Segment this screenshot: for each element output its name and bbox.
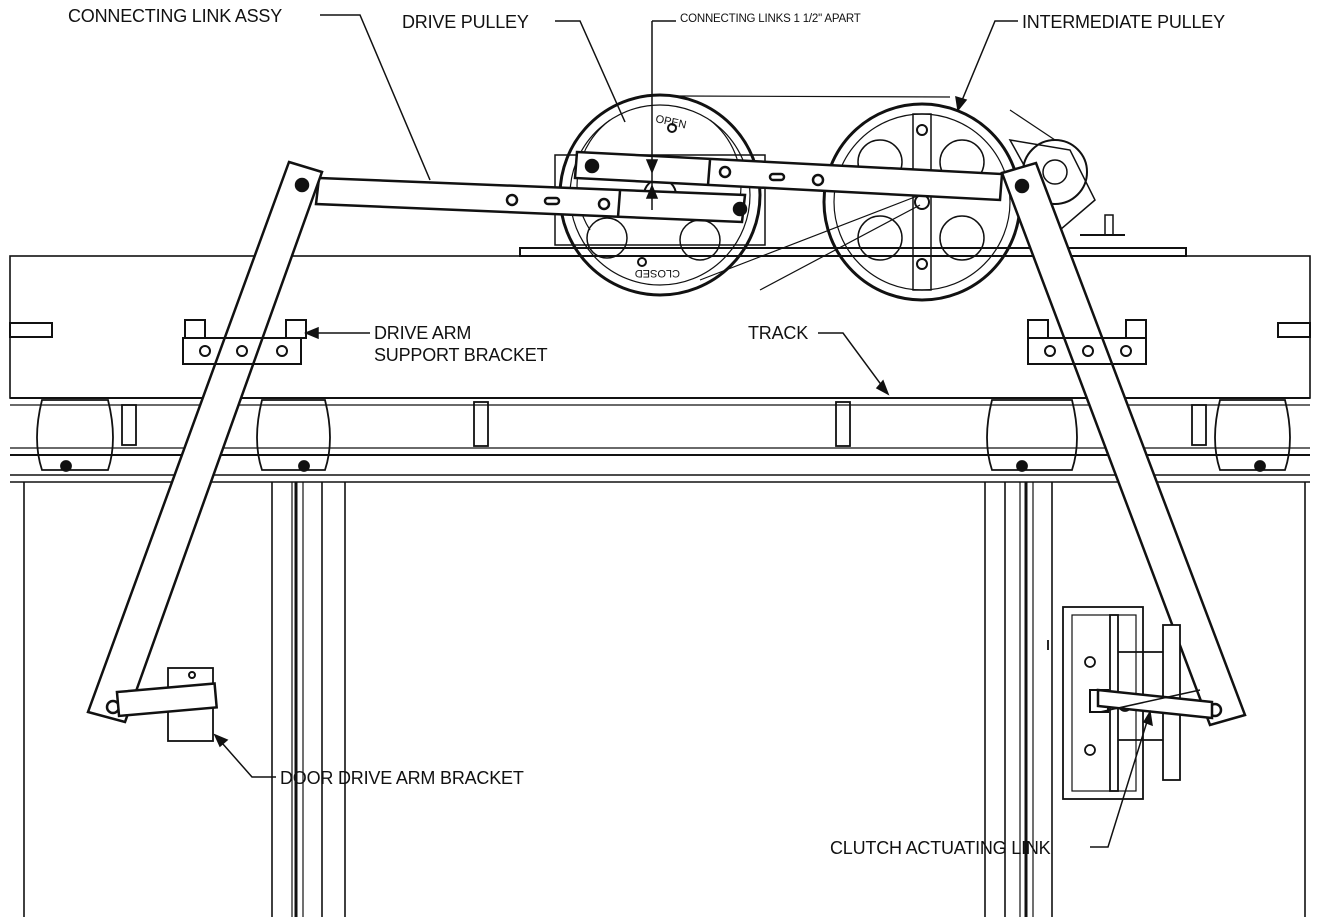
connecting-link-lower xyxy=(314,176,748,224)
label-connecting-link-assy: CONNECTING LINK ASSY xyxy=(68,6,283,26)
drive-arm-support-bracket-left xyxy=(182,319,307,365)
hanger-rollers xyxy=(36,399,1291,472)
connecting-link-upper xyxy=(573,150,1004,202)
leader-intermediate-pulley xyxy=(957,20,1018,111)
end-plate-right xyxy=(1277,322,1311,338)
arrowhead-track xyxy=(875,379,890,396)
label-clutch-actuating-link: CLUTCH ACTUATING LINK xyxy=(830,838,1051,858)
intermediate-pulley xyxy=(822,102,1022,302)
arrowhead-clutch-link xyxy=(1142,709,1153,727)
arrowhead-links-apart-bottom xyxy=(645,184,659,199)
leader-track xyxy=(818,332,889,395)
leader-clutch-link xyxy=(1090,711,1151,848)
arrowhead-door-drive-arm xyxy=(213,733,229,748)
leader-lines xyxy=(213,14,1153,848)
drive-arm-left xyxy=(86,160,324,724)
label-drive-arm-support-bracket: DRIVE ARM SUPPORT BRACKET xyxy=(374,323,548,365)
label-intermediate-pulley: INTERMEDIATE PULLEY xyxy=(1022,12,1225,32)
drive-belt xyxy=(679,95,951,291)
door-panel-right xyxy=(984,482,1306,917)
leader-drive-pulley xyxy=(555,20,626,123)
pulley-open-mark: OPEN xyxy=(654,113,687,131)
label-door-drive-arm-bracket: DOOR DRIVE ARM BRACKET xyxy=(280,768,524,788)
clutch-actuating-link xyxy=(1096,688,1214,720)
drive-arm-support-bracket-right xyxy=(1027,319,1147,365)
leader-door-drive-arm xyxy=(214,734,276,778)
label-drive-pulley: DRIVE PULLEY xyxy=(402,12,529,32)
arrowhead-intermediate-pulley xyxy=(955,95,968,112)
label-connecting-links-apart: CONNECTING LINKS 1 1/2" APART xyxy=(680,13,861,25)
pulley-closed-mark: CLOSED xyxy=(635,267,680,279)
arrowhead-links-apart-top xyxy=(645,159,659,174)
end-plate-left xyxy=(9,322,53,338)
label-track: TRACK xyxy=(748,323,809,343)
leader-connecting-link-assy xyxy=(320,14,431,181)
door-drive-arm-bracket xyxy=(115,667,219,742)
door-panel-left xyxy=(23,482,346,917)
arrowhead-drive-arm-support xyxy=(304,326,319,340)
